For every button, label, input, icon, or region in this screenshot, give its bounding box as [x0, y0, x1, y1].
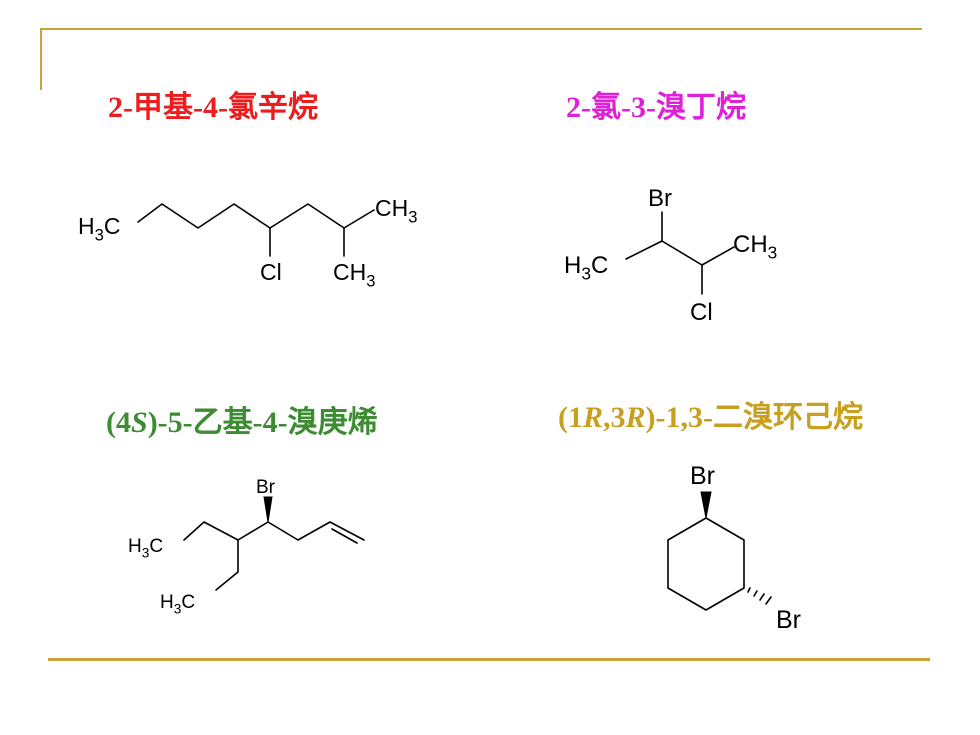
- top-rule: [40, 28, 922, 30]
- structure-3-h3c-bottom-label: H3C: [160, 592, 195, 616]
- structure-1-ch3-top-label: CH3: [375, 195, 417, 226]
- bottom-rule: [48, 658, 930, 661]
- compound-name-2: 2-氯-3-溴丁烷: [566, 91, 746, 124]
- structure-2-br-label: Br: [648, 185, 672, 212]
- structure-4-cyclohexane-ring: [667, 517, 745, 611]
- structure-3-wedge-bond: [263, 496, 273, 523]
- structure-3-ethyl-branch: [215, 539, 239, 591]
- structure-3: Br H3C H3C: [128, 477, 365, 616]
- structure-2-ch3-label: CH3: [733, 231, 777, 263]
- structure-2-chain: [625, 240, 735, 266]
- structure-1: H3C CH3 Cl CH3: [78, 195, 417, 290]
- left-rule: [40, 28, 42, 90]
- structure-4-hash-bond: [747, 587, 772, 605]
- structure-1-ch3-bottom-label: CH3: [333, 259, 375, 290]
- structure-1-h3c-label: H3C: [78, 213, 120, 244]
- structure-3-double-bond-inner: [331, 528, 358, 544]
- structure-2: Br H3C CH3 Cl: [564, 185, 777, 326]
- compound-name-3: (4S)-5-乙基-4-溴庚烯: [106, 406, 378, 439]
- compound-name-4: (1R,3R)-1,3-二溴环己烷: [558, 401, 864, 434]
- structure-4-br-top-label: Br: [690, 462, 715, 490]
- structure-1-cl-label: Cl: [260, 259, 282, 285]
- structure-3-br-label: Br: [256, 477, 276, 498]
- structure-1-chain: [137, 203, 375, 229]
- compound-name-1: 2-甲基-4-氯辛烷: [108, 91, 318, 124]
- structure-4: Br Br: [667, 462, 801, 634]
- structure-2-h3c-label: H3C: [564, 252, 608, 284]
- structure-2-cl-label: Cl: [690, 299, 713, 326]
- structure-4-wedge-bond: [700, 491, 712, 519]
- structure-4-br-right-label: Br: [776, 606, 801, 634]
- structure-3-h3c-top-label: H3C: [128, 536, 163, 560]
